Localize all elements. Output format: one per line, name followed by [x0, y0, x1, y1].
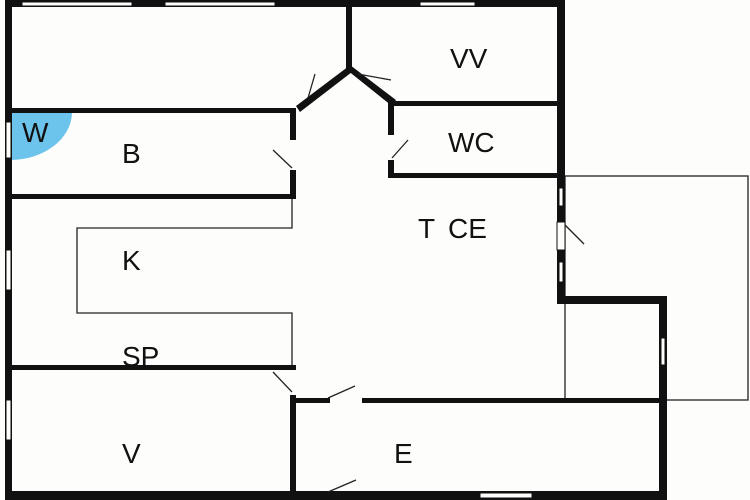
- wardrobe-area: [10, 113, 72, 161]
- balcony-outline: [564, 175, 749, 401]
- room-label-vv: VV: [450, 43, 488, 74]
- room-label-v: V: [122, 438, 141, 469]
- room-label-t: T: [418, 213, 435, 244]
- room-label-wc: WC: [448, 127, 495, 158]
- walls: [5, 0, 667, 500]
- windows: [5, 1, 666, 499]
- door-swings: [272, 73, 585, 493]
- room-label-k: K: [122, 245, 141, 276]
- room-label-e: E: [394, 438, 413, 469]
- room-label-sp: SP: [122, 341, 159, 372]
- room-label-b: B: [122, 138, 141, 169]
- room-label-w: W: [22, 117, 49, 148]
- room-label-ce: CE: [448, 213, 487, 244]
- kitchen-counter: [76, 196, 293, 365]
